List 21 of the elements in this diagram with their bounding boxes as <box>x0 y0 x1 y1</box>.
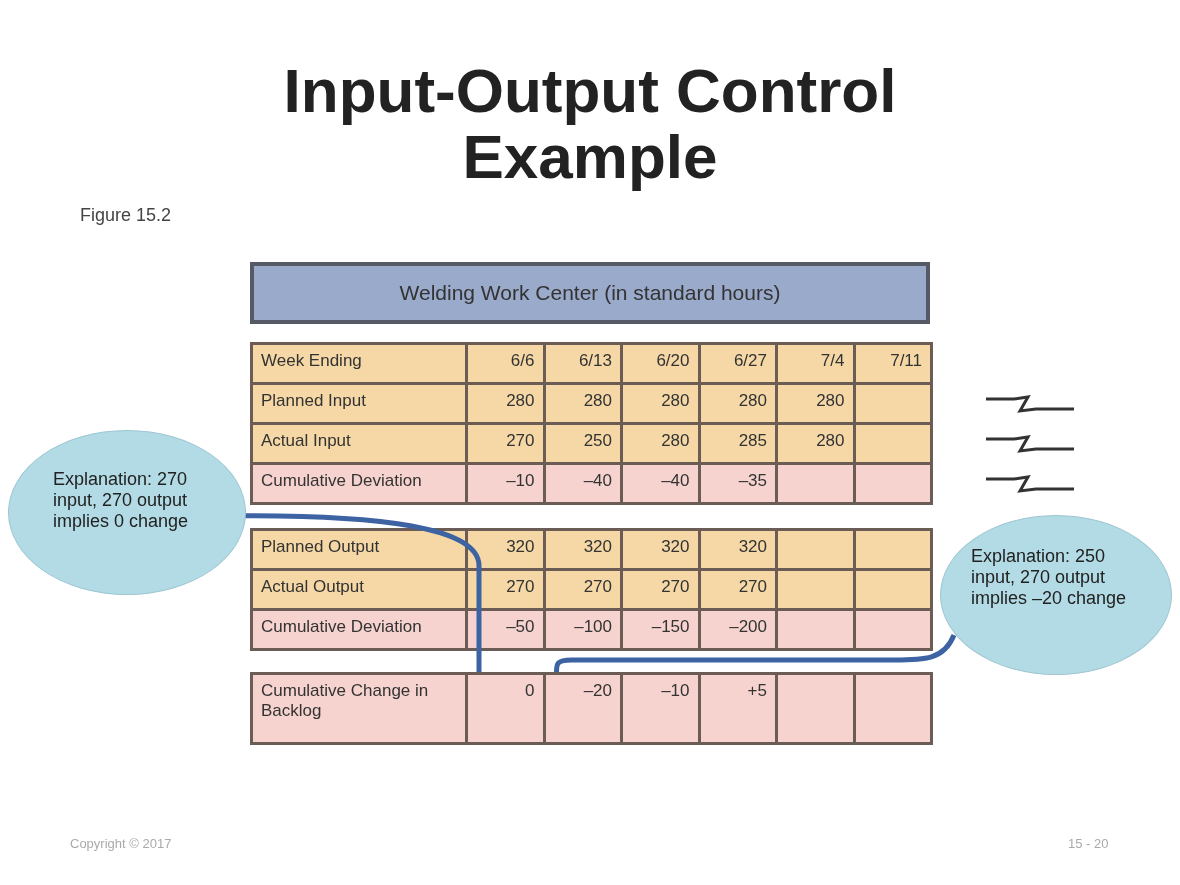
callout-text: Explanation: 270 input, 270 output implies 0 change <box>53 469 190 532</box>
table-cell: Week Ending <box>250 342 468 385</box>
figure-number: Figure 15.2 <box>80 205 172 226</box>
copyright-note: Copyright © 2017 <box>70 836 172 851</box>
table-cell: –10 <box>465 462 546 505</box>
table-cell: 0 <box>465 672 546 745</box>
table-cell: –150 <box>620 608 701 651</box>
callout-text: Explanation: 250 input, 270 output implies –20 change <box>971 546 1128 609</box>
table-cell: Planned Input <box>250 382 468 425</box>
leader-line <box>244 513 482 672</box>
table-cell: Actual Output <box>250 568 468 611</box>
table-cell: Cumulative Deviation <box>250 462 468 505</box>
page-number: 15 - 20 <box>1068 836 1109 851</box>
table-cell: –50 <box>465 608 546 651</box>
table-cell: Cumulative Deviation <box>250 608 468 651</box>
table-cell: Actual Input <box>250 422 468 465</box>
table-cell: Cumulative Change in Backlog <box>250 672 468 745</box>
table-cell: –10 <box>620 672 701 745</box>
table-header-band: Welding Work Center (in standard hours) <box>250 262 930 324</box>
table-cell: –40 <box>620 462 701 505</box>
slide-title: Input-Output Control Example <box>282 58 898 190</box>
